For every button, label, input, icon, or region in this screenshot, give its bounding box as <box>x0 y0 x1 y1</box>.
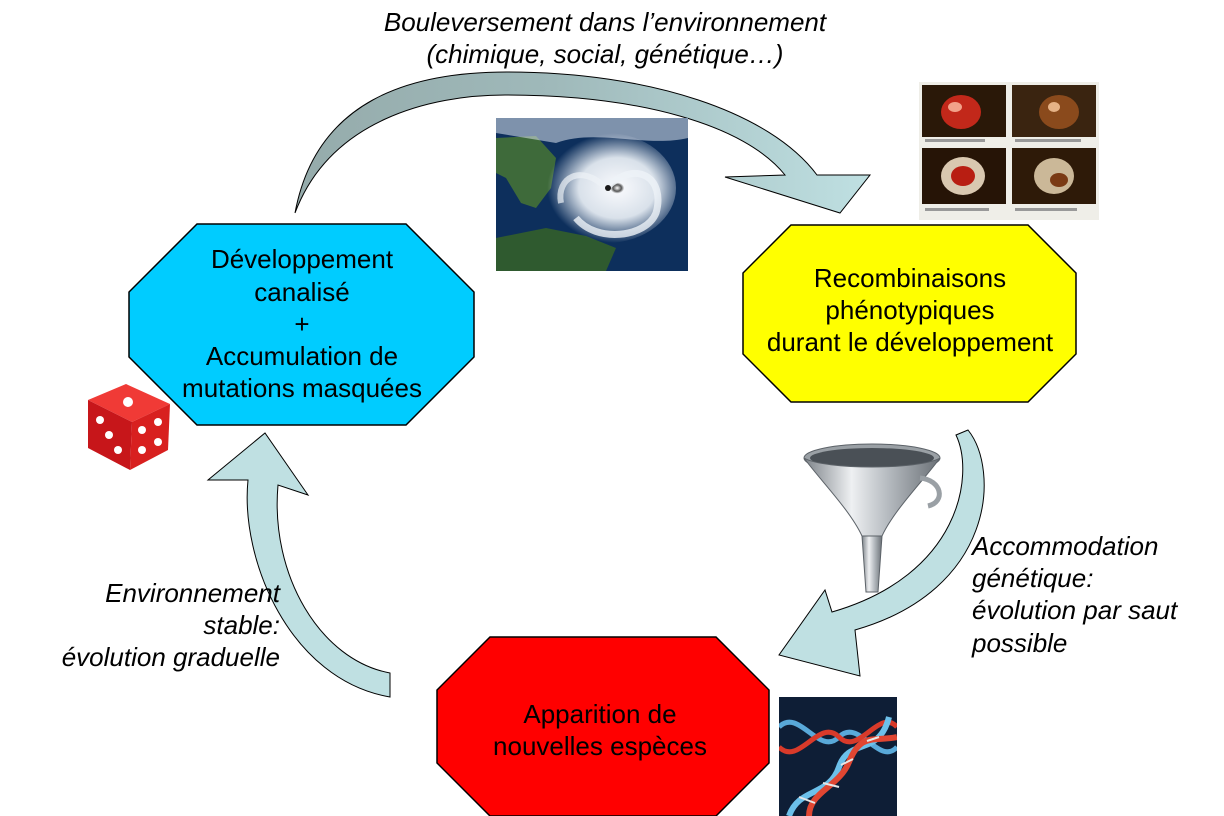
caption-line: Bouleversement dans l’environnement <box>383 7 827 37</box>
node-line: Recombinaisons <box>813 262 1007 293</box>
node-line: durant le développement <box>766 327 1054 358</box>
arrow-top-arc <box>294 71 872 214</box>
arrow-left-up <box>206 432 391 698</box>
caption-stable-environment: Environnement stable: évolution graduell… <box>20 577 280 674</box>
node-canalized-development-label: Développement canalisé + Accumulation de… <box>140 234 464 414</box>
node-new-species <box>436 636 770 816</box>
node-line: nouvelles espèces <box>493 731 707 761</box>
caption-environment-upheaval: Bouleversement dans l’environnement (chi… <box>300 6 910 70</box>
node-line: Apparition de <box>523 698 677 729</box>
arrow-right-down <box>778 429 985 677</box>
caption-line: Environnement <box>105 578 280 608</box>
caption-line: évolution graduelle <box>61 642 280 673</box>
fly-eye-mutants-image <box>919 82 1099 220</box>
node-phenotypic-recombination <box>742 224 1077 403</box>
node-line: phénotypiques <box>825 294 995 325</box>
caption-line: possible <box>972 627 1068 658</box>
node-phenotypic-recombination-label: Recombinaisons phénotypiques durant le d… <box>750 240 1070 380</box>
node-new-species-label: Apparition de nouvelles espèces <box>450 680 750 780</box>
node-line: + <box>294 308 310 339</box>
node-line: Accumulation de <box>205 341 399 372</box>
dna-helix-image <box>779 697 897 816</box>
caption-line: génétique: <box>972 563 1094 594</box>
node-line: mutations masquées <box>182 373 422 404</box>
caption-line: (chimique, social, génétique…) <box>426 39 784 70</box>
node-line: canalisé <box>254 276 350 307</box>
caption-line: Accommodation <box>972 531 1159 561</box>
dice-image <box>82 378 174 473</box>
caption-genetic-accommodation: Accommodation génétique: évolution par s… <box>972 530 1212 659</box>
node-canalized-development <box>128 223 475 426</box>
caption-line: stable: <box>203 610 280 641</box>
caption-line: évolution par saut <box>972 595 1178 626</box>
funnel-image <box>800 440 950 600</box>
node-line: Développement <box>210 244 394 275</box>
hurricane-image <box>496 118 688 271</box>
